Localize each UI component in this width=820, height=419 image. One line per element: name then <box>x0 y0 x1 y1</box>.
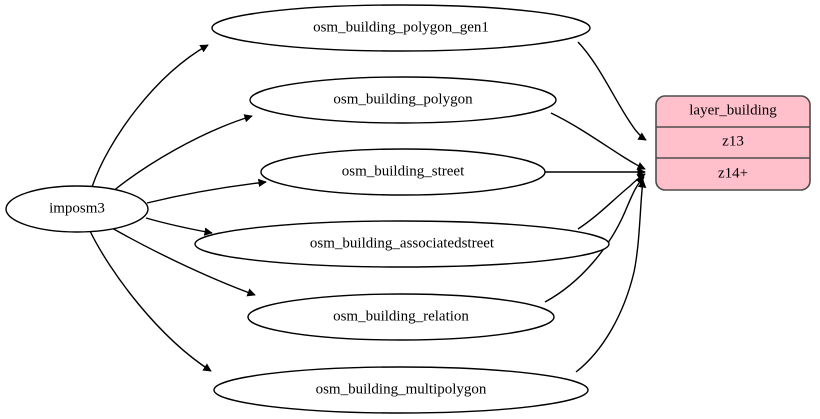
edge-imposm3-to-osm_building_associatedstreet <box>145 217 213 236</box>
edge-imposm3-to-osm_building_street <box>146 178 267 204</box>
node-osm_building_polygon[interactable] <box>249 76 557 124</box>
edge-osm_building_relation-to-layer_building-z14plus <box>544 176 645 303</box>
edge-osm_building_polygon_gen1-to-layer_building-z13 <box>577 41 647 141</box>
edge-group-tables-to-layer <box>544 41 647 373</box>
node-osm_building_relation[interactable] <box>247 293 555 341</box>
edge-osm_building_multipolygon-to-layer_building-z14plus <box>575 179 647 373</box>
node-layer_building[interactable] <box>655 95 811 191</box>
edge-osm_building_polygon-to-layer_building-z14plus <box>550 112 646 170</box>
node-osm_building_associatedstreet[interactable] <box>194 220 610 268</box>
node-osm_building_street[interactable] <box>260 148 546 196</box>
layer-building-body <box>655 95 811 191</box>
node-osm_building_polygon_gen1[interactable] <box>211 4 591 52</box>
node-osm_building_multipolygon[interactable] <box>213 366 589 414</box>
edge-imposm3-to-osm_building_polygon_gen1 <box>91 44 209 188</box>
node-imposm3[interactable] <box>5 185 149 233</box>
edge-osm_building_associatedstreet-to-layer_building-z14plus <box>577 173 646 230</box>
edge-imposm3-to-osm_building_polygon <box>111 114 253 193</box>
edge-imposm3-to-osm_building_relation <box>111 227 256 297</box>
edge-imposm3-to-osm_building_multipolygon <box>89 230 212 372</box>
edge-group-imposm3-out <box>89 44 267 372</box>
